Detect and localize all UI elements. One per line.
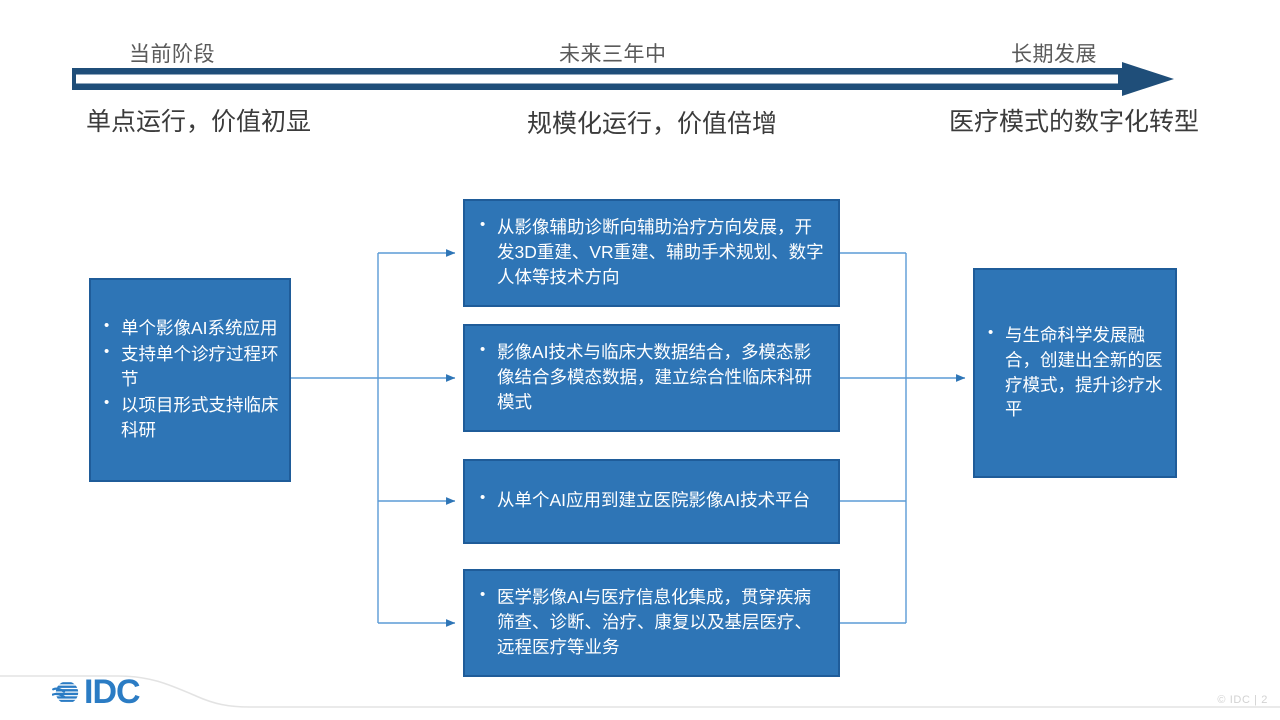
node-future-item-3-list: 从单个AI应用到建立医院影像AI技术平台 <box>465 487 838 514</box>
list-item: 支持单个诊疗过程环节 <box>104 341 279 392</box>
node-future-item-1-list: 从影像辅助诊断向辅助治疗方向发展，开发3D重建、VR重建、辅助手术规划、数字人体… <box>465 214 838 291</box>
list-item: 从影像辅助诊断向辅助治疗方向发展，开发3D重建、VR重建、辅助手术规划、数字人体… <box>480 214 824 290</box>
phase-label-next-three-years: 未来三年中 <box>559 43 667 66</box>
node-current-stage[interactable]: 单个影像AI系统应用 支持单个诊疗过程环节 以项目形式支持临床科研 <box>89 278 291 482</box>
node-future-item-2-list: 影像AI技术与临床大数据结合，多模态影像结合多模态数据，建立综合性临床科研模式 <box>465 339 838 416</box>
phase-caption-current: 单点运行，价值初显 <box>86 108 312 136</box>
list-item: 以项目形式支持临床科研 <box>104 392 279 443</box>
node-future-item-1[interactable]: 从影像辅助诊断向辅助治疗方向发展，开发3D重建、VR重建、辅助手术规划、数字人体… <box>463 199 840 307</box>
copyright-notice: © IDC | 2 <box>1217 694 1268 706</box>
phase-caption-next-three-years: 规模化运行，价值倍增 <box>527 110 778 138</box>
phase-caption-long-term: 医疗模式的数字化转型 <box>949 108 1200 136</box>
list-item: 从单个AI应用到建立医院影像AI技术平台 <box>480 487 824 513</box>
list-item: 与生命科学发展融合，创建出全新的医疗模式，提升诊疗水平 <box>988 322 1165 422</box>
list-item: 单个影像AI系统应用 <box>104 315 279 341</box>
node-current-stage-list: 单个影像AI系统应用 支持单个诊疗过程环节 以项目形式支持临床科研 <box>91 315 289 443</box>
node-future-item-4[interactable]: 医学影像AI与医疗信息化集成，贯穿疾病筛查、诊断、治疗、康复以及基层医疗、远程医… <box>463 569 840 677</box>
list-item: 影像AI技术与临床大数据结合，多模态影像结合多模态数据，建立综合性临床科研模式 <box>480 339 824 415</box>
node-long-term-list: 与生命科学发展融合，创建出全新的医疗模式，提升诊疗水平 <box>975 322 1175 423</box>
idc-logo: IDC <box>52 672 178 712</box>
idc-logo-text: IDC <box>84 673 141 711</box>
phase-label-long-term: 长期发展 <box>1011 43 1097 66</box>
node-future-item-3[interactable]: 从单个AI应用到建立医院影像AI技术平台 <box>463 459 840 544</box>
footer-divider <box>0 675 1280 708</box>
idc-globe-icon <box>52 682 79 702</box>
node-future-item-4-list: 医学影像AI与医疗信息化集成，贯穿疾病筛查、诊断、治疗、康复以及基层医疗、远程医… <box>465 584 838 661</box>
list-item: 医学影像AI与医疗信息化集成，贯穿疾病筛查、诊断、治疗、康复以及基层医疗、远程医… <box>480 584 824 660</box>
node-long-term[interactable]: 与生命科学发展融合，创建出全新的医疗模式，提升诊疗水平 <box>973 268 1177 478</box>
node-future-item-2[interactable]: 影像AI技术与临床大数据结合，多模态影像结合多模态数据，建立综合性临床科研模式 <box>463 324 840 432</box>
timeline-right-arrow-icon <box>72 62 1174 96</box>
phase-label-current: 当前阶段 <box>129 43 215 66</box>
